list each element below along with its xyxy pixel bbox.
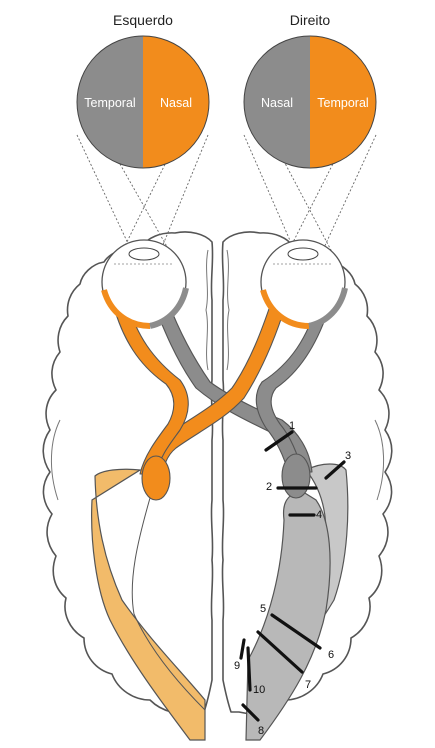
left-eyeball xyxy=(102,240,186,326)
lesion-line-7 xyxy=(248,648,250,690)
lesion-label-6: 6 xyxy=(328,649,334,661)
right-eye-nasal-label: Nasal xyxy=(261,96,293,110)
left-eye-title: Esquerdo xyxy=(113,12,173,28)
right-eyeball xyxy=(261,240,345,326)
right-eye-temporal-label: Temporal xyxy=(317,96,368,110)
left-eye-lens xyxy=(129,248,159,260)
lesion-label-3: 3 xyxy=(345,450,351,462)
right-lgn xyxy=(282,454,310,498)
left-eye-temporal-label: Temporal xyxy=(84,96,135,110)
lesion-label-2: 2 xyxy=(266,481,272,493)
lesion-label-7: 7 xyxy=(305,679,311,691)
lesion-label-1: 1 xyxy=(289,420,295,432)
lesion-label-10: 10 xyxy=(253,684,265,696)
lesion-label-8: 8 xyxy=(258,725,264,737)
lesion-label-5: 5 xyxy=(260,603,266,615)
left-eye-nasal-label: Nasal xyxy=(160,96,192,110)
left-eye-visual-field: Temporal Nasal Esquerdo xyxy=(77,12,209,168)
right-eye-lens xyxy=(288,248,318,260)
left-lgn xyxy=(142,456,170,500)
right-eye-visual-field: Nasal Temporal Direito xyxy=(244,12,376,168)
lesion-label-4: 4 xyxy=(316,509,322,521)
lesion-label-9: 9 xyxy=(234,660,240,672)
right-eye-title: Direito xyxy=(290,12,331,28)
